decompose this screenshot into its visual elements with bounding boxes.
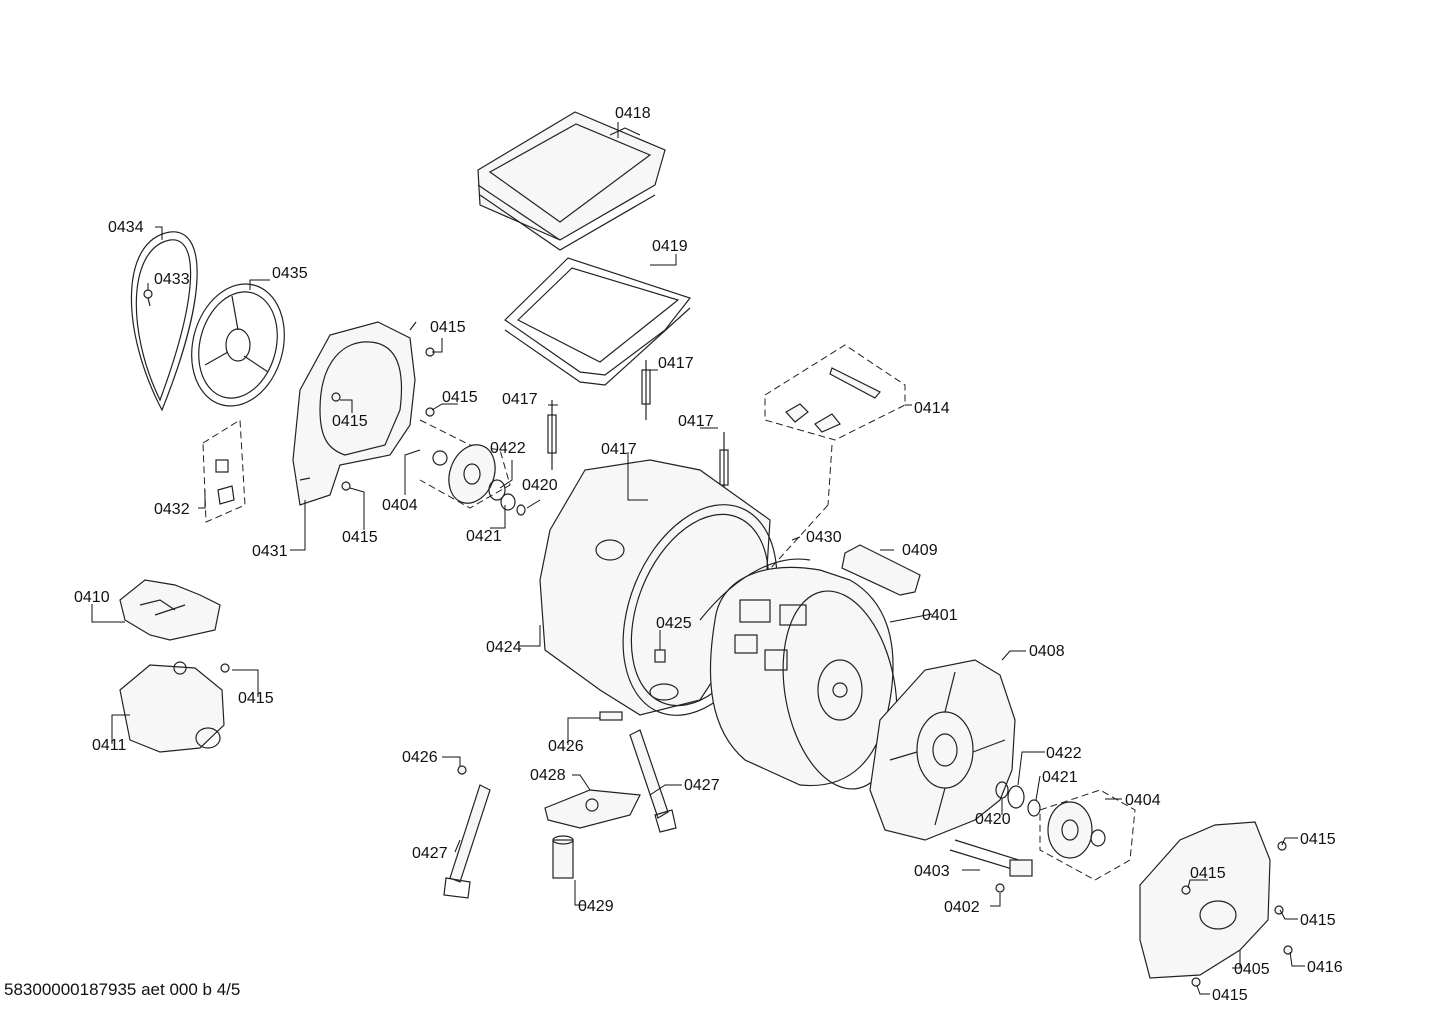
part-0401-drum	[709, 566, 898, 790]
callout-0424: 0424	[486, 639, 522, 656]
part-0431-rear-housing	[292, 321, 417, 506]
part-0427-damper-left	[443, 765, 491, 899]
callout-0432: 0432	[154, 501, 190, 518]
part-0403-heater	[949, 839, 1033, 877]
part-0404-bearing-kit-lower	[1039, 789, 1136, 881]
callout-0415: 0415	[1300, 831, 1336, 848]
drawing-code: 58300000187935 aet 000 b 4/5	[4, 980, 241, 999]
callout-0401: 0401	[922, 607, 958, 624]
part-0405-tub-front	[1139, 821, 1271, 979]
callout-0415: 0415	[430, 319, 466, 336]
callout-0404: 0404	[1125, 792, 1161, 809]
callout-0430: 0430	[806, 529, 842, 546]
callout-0415: 0415	[1190, 865, 1226, 882]
part-0418-top-ring	[477, 111, 666, 251]
callout-0427: 0427	[684, 777, 720, 794]
part-0435-pulley	[191, 283, 285, 407]
callout-0422: 0422	[490, 440, 526, 457]
callout-0415: 0415	[238, 690, 274, 707]
callout-0415: 0415	[1212, 987, 1248, 1004]
callout-0403: 0403	[914, 863, 950, 880]
callout-0405: 0405	[1234, 961, 1270, 978]
callout-0431: 0431	[252, 543, 288, 560]
part-0432-sensor-kit	[202, 419, 246, 523]
part-0434-belt	[130, 231, 198, 412]
callout-labels: 0418 0419 0434 0433 0435 0415 0415 0415 …	[74, 105, 1343, 1004]
callout-0404: 0404	[382, 497, 418, 514]
part-0433-screw	[143, 289, 153, 307]
part-0402-sensor	[995, 883, 1005, 893]
callout-0409: 0409	[902, 542, 938, 559]
callout-0429: 0429	[578, 898, 614, 915]
part-0430-gasket-wire	[699, 558, 811, 621]
callout-0433: 0433	[154, 271, 190, 288]
callout-0415: 0415	[332, 413, 368, 430]
callout-0428: 0428	[530, 767, 566, 784]
part-0404-bearing-kit-upper	[419, 419, 526, 516]
callout-0417: 0417	[601, 441, 637, 458]
leader-lines	[91, 122, 1305, 995]
part-0410-cover-plate	[119, 579, 221, 641]
callout-0421: 0421	[466, 528, 502, 545]
callout-0417: 0417	[502, 391, 538, 408]
callout-0426: 0426	[402, 749, 438, 766]
callout-0435: 0435	[272, 265, 308, 282]
callout-0411: 0411	[92, 737, 127, 754]
callout-0415: 0415	[442, 389, 478, 406]
callout-0417: 0417	[658, 355, 694, 372]
callout-0415: 0415	[1300, 912, 1336, 929]
callout-0422: 0422	[1046, 745, 1082, 762]
part-0428-pump-cover	[544, 789, 641, 829]
callout-0427: 0427	[412, 845, 448, 862]
callout-0408: 0408	[1029, 643, 1065, 660]
part-0429-filter	[552, 835, 574, 879]
screws-0415-upper	[331, 347, 435, 491]
callout-0414: 0414	[914, 400, 950, 417]
part-0409-paddle	[841, 544, 921, 596]
callout-0419: 0419	[652, 238, 688, 255]
callout-0421: 0421	[1042, 769, 1078, 786]
callout-0415: 0415	[342, 529, 378, 546]
callout-0417: 0417	[678, 413, 714, 430]
part-0427-damper-right	[599, 711, 677, 833]
callout-0425: 0425	[656, 615, 692, 632]
part-0419-frame	[504, 257, 691, 386]
callout-0418: 0418	[615, 105, 651, 122]
part-0414-kit	[759, 344, 906, 581]
callout-0420: 0420	[522, 477, 558, 494]
callout-0402: 0402	[944, 899, 980, 916]
callout-0416: 0416	[1307, 959, 1343, 976]
part-0411-motor	[119, 661, 230, 753]
callout-0410: 0410	[74, 589, 110, 606]
callout-0426: 0426	[548, 738, 584, 755]
callout-0420: 0420	[975, 811, 1011, 828]
callout-0434: 0434	[108, 219, 144, 236]
